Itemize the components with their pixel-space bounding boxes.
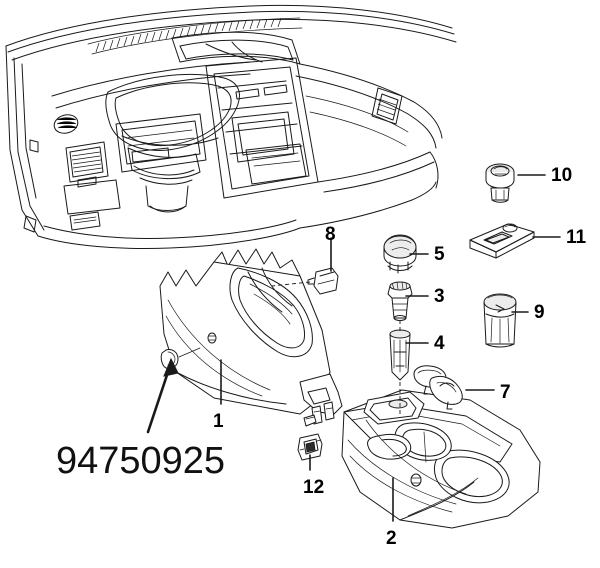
part-11-switch-bezel-plate: [469, 223, 535, 259]
instrument-panel-illustration: [5, 4, 457, 249]
part-2-console-rear-trim: [341, 389, 541, 529]
part-12-retainer-clip: [297, 433, 323, 461]
part-9-ashtray-cup: [483, 293, 517, 348]
callout-label-9: 9: [534, 302, 545, 323]
callout-label-4: 4: [434, 333, 445, 354]
callout-label-7: 7: [500, 382, 511, 403]
leader-lines: [220, 174, 561, 522]
callout-label-11: 11: [566, 227, 587, 248]
console-upper-clip: [303, 414, 317, 427]
callout-label-2: 2: [386, 528, 397, 549]
callout-label-3: 3: [434, 286, 445, 307]
part-5-lighter-knob: [383, 234, 417, 274]
part-8-side-plug-cap: [271, 267, 339, 295]
callout-label-12: 12: [303, 477, 325, 498]
part-1-center-console: [159, 248, 343, 425]
callout-label-8: 8: [325, 224, 336, 245]
part-3-lighter-element: [387, 281, 413, 321]
callout-label-5: 5: [434, 244, 445, 265]
callout-label-1: 1: [213, 411, 224, 432]
part-number-leader-arrow: [146, 357, 179, 434]
part-7-cup-holder-insert: [413, 365, 463, 410]
part-number-text: 94750925: [56, 440, 226, 482]
part-10-power-outlet-socket: [485, 163, 515, 203]
part-4-socket-barrel: [389, 320, 411, 414]
callout-label-10: 10: [551, 165, 573, 186]
